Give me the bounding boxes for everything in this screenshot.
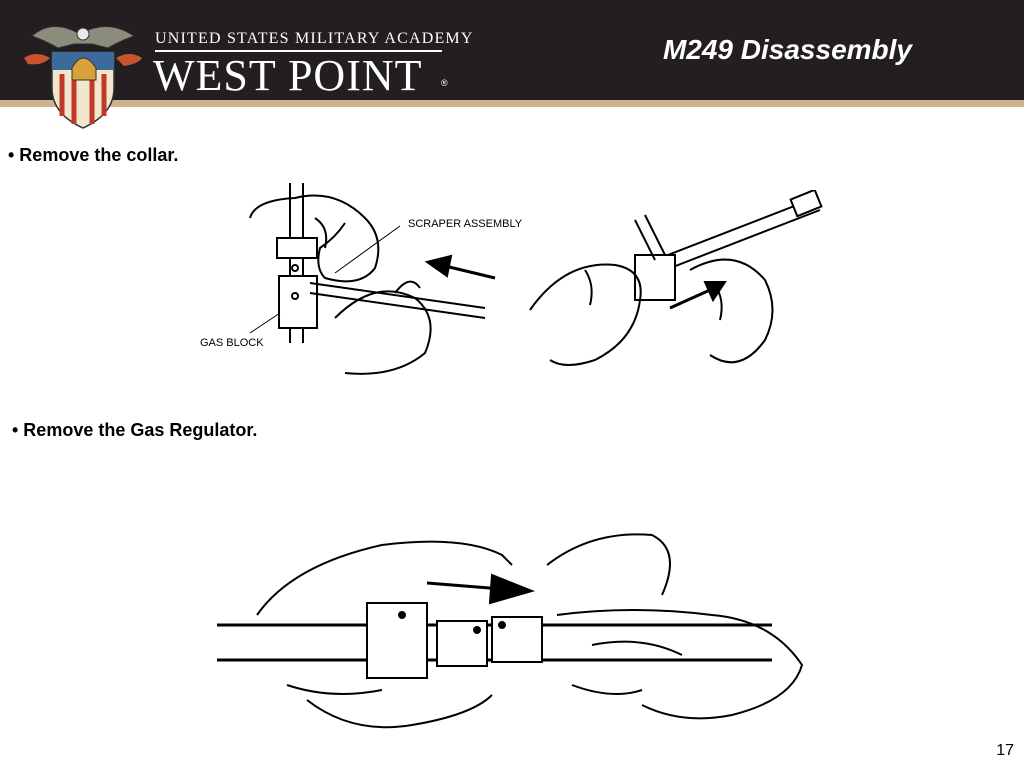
- institution-name: UNITED STATES MILITARY ACADEMY: [155, 30, 474, 47]
- bullet-remove-collar: • Remove the collar.: [8, 145, 179, 165]
- label-scraper-assembly: SCRAPER ASSEMBLY: [408, 218, 523, 230]
- slide-title: M249 Disassembly: [662, 34, 912, 65]
- label-gas-block: GAS BLOCK: [200, 337, 264, 349]
- page-number: 17: [996, 742, 1014, 759]
- registered-mark: ®: [441, 78, 448, 88]
- institution-rule: [155, 50, 442, 52]
- figure-collar-scraper: SCRAPER ASSEMBLY GAS BLOCK: [200, 183, 523, 375]
- brand-wordmark: WEST POINT: [153, 51, 423, 100]
- usma-crest-icon: [24, 26, 142, 129]
- figure-gas-regulator-removal: [217, 533, 804, 729]
- bullet-remove-gas-regulator: • Remove the Gas Regulator.: [12, 420, 258, 440]
- figure-collar-removal: [529, 190, 823, 366]
- header-rule: [0, 100, 1024, 107]
